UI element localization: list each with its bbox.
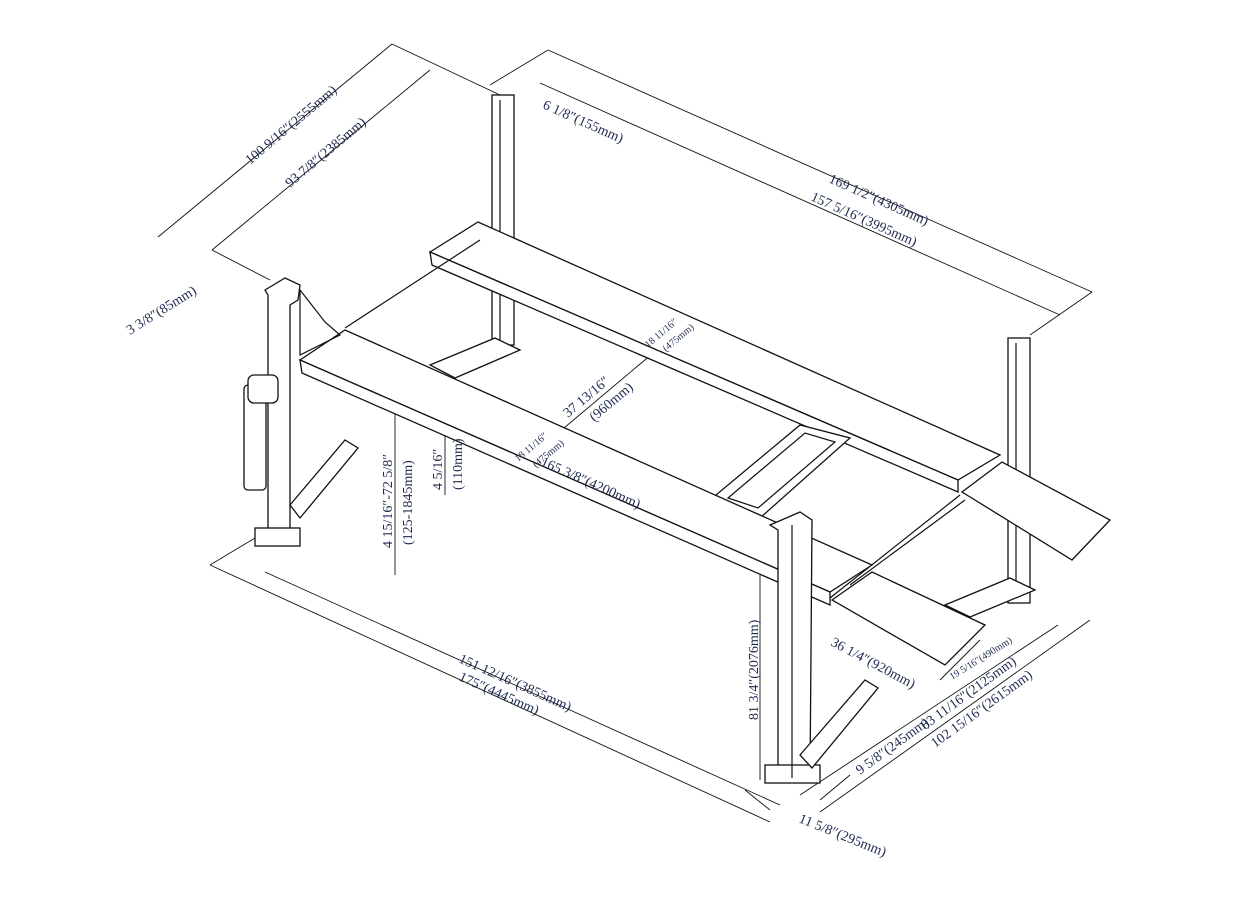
caster-arm-front-right [799, 679, 879, 769]
post-back-left [491, 94, 515, 346]
label-lift-height: 4 15/16″-72 5/8″ [381, 454, 396, 548]
label-post-offset: 3 3/8″(85mm) [124, 283, 200, 338]
label-runway-thickness: 4 5/16″ [431, 449, 446, 490]
label-base-plate-a: 9 5/8″(245mm) [854, 715, 933, 778]
label-post-height: 81 3/4″(2076mm) [747, 619, 762, 720]
caster-arm-front-left [289, 439, 359, 520]
label-runway-thickness-mm: (110mm) [451, 438, 466, 490]
lift-structure [243, 94, 1112, 784]
dimension-lines [157, 43, 1093, 823]
label-post-depth: 6 1/8″(155mm) [540, 98, 625, 147]
caster-arm-back-right [943, 577, 1037, 618]
label-lift-height-mm: (125-1845mm) [401, 460, 416, 545]
ramp-back [960, 461, 1112, 561]
caster-arm-back-left [428, 337, 522, 379]
label-ramp-length: 36 1/4″(920mm) [828, 635, 918, 692]
ramp-front [830, 571, 987, 666]
label-base-plate-b: 11 5/8″(295mm) [797, 812, 889, 861]
